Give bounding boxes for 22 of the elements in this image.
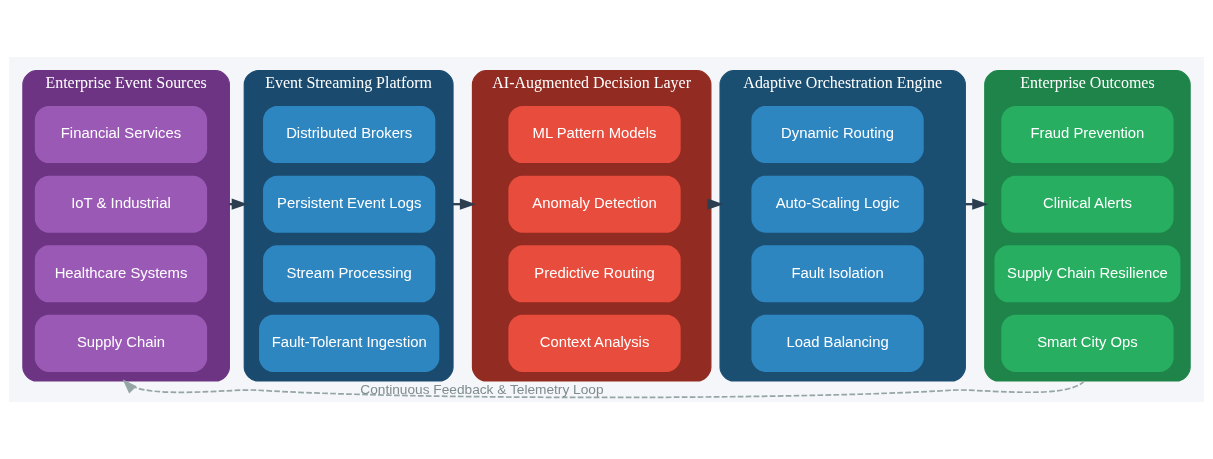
node-box: Supply Chain: [34, 314, 208, 372]
node-box: Distributed Brokers: [263, 106, 436, 164]
node-box: Context Analysis: [508, 314, 681, 372]
node-box: Anomaly Detection: [508, 175, 681, 233]
node-box: ML Pattern Models: [508, 106, 681, 164]
node-box: Fraud Prevention: [1001, 106, 1174, 164]
edge-label: Continuous Feedback & Telemetry Loop: [360, 381, 604, 397]
node-box: Healthcare Systems: [34, 245, 208, 303]
node-box: Clinical Alerts: [1001, 175, 1174, 233]
node-box: Persistent Event Logs: [263, 175, 436, 233]
node-box: Dynamic Routing: [751, 106, 924, 164]
node-box: IoT & Industrial: [34, 175, 208, 233]
node-box: Smart City Ops: [1001, 314, 1174, 372]
node-box: Fault-Tolerant Ingestion: [259, 314, 440, 372]
arrow: [122, 379, 1086, 399]
node-box: Predictive Routing: [508, 245, 681, 303]
node-box: Supply Chain Resilience: [994, 245, 1181, 303]
node-box: Stream Processing: [263, 245, 436, 303]
node-box: Financial Services: [34, 106, 208, 164]
node-box: Fault Isolation: [751, 245, 924, 303]
node-box: Auto-Scaling Logic: [751, 175, 924, 233]
node-box: Load Balancing: [751, 314, 924, 372]
